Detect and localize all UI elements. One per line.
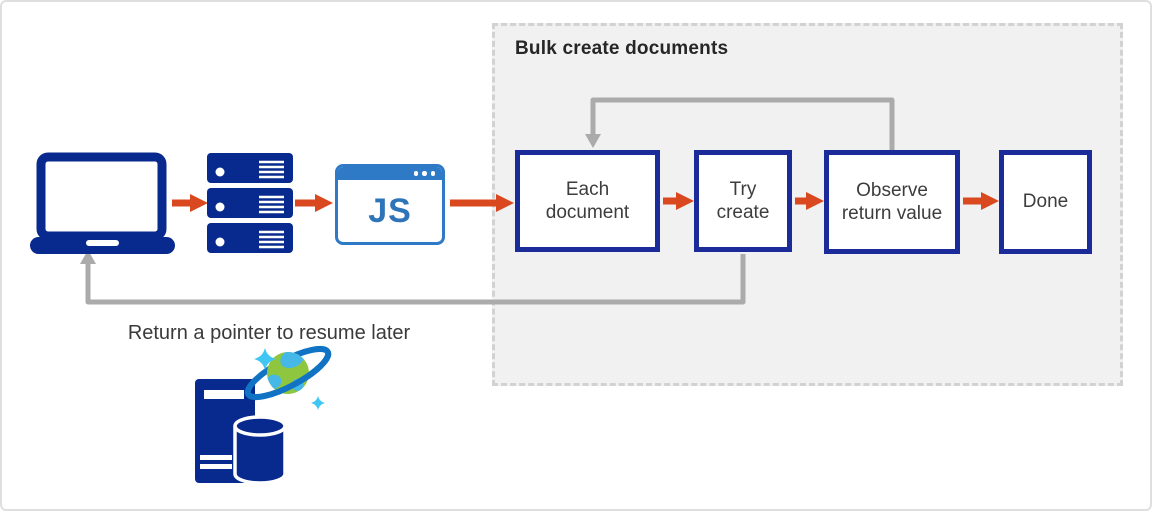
server-unit — [207, 153, 293, 183]
database-server-icon — [195, 379, 287, 485]
azure-cosmos-db-icon — [195, 345, 332, 485]
laptop-icon — [30, 152, 175, 254]
window-dots-icon — [430, 171, 435, 176]
server-unit — [207, 223, 293, 253]
flow-node-observe-return-value: Observe return value — [824, 150, 960, 254]
server-stack-icon — [207, 153, 293, 253]
server-unit — [207, 188, 293, 218]
return-arrow-try-create-to-laptop — [80, 250, 746, 305]
loop-arrow-observe-to-each-document — [585, 97, 895, 154]
flow-node-done: Done — [999, 150, 1092, 254]
flow-node-label: Done — [1022, 191, 1069, 213]
flow-node-label: Observe return value — [841, 179, 943, 224]
return-note-label: Return a pointer to resume later — [127, 322, 411, 344]
flow-node-try-create: Try create — [694, 150, 792, 252]
panel-title: Bulk create documents — [515, 38, 729, 59]
flow-node-label: Each document — [545, 178, 630, 223]
sparkle-icon — [311, 396, 325, 410]
js-logo-label: JS — [368, 191, 412, 230]
window-titlebar — [338, 167, 442, 180]
window-dots-icon — [422, 171, 427, 176]
sparkle-icon — [254, 348, 276, 370]
javascript-window-icon: JS — [335, 164, 445, 245]
flow-node-each-document: Each document — [515, 150, 660, 252]
flow-node-label: Try create — [716, 178, 770, 223]
planet-ring-icon — [244, 345, 332, 401]
window-dots-icon — [413, 171, 418, 176]
